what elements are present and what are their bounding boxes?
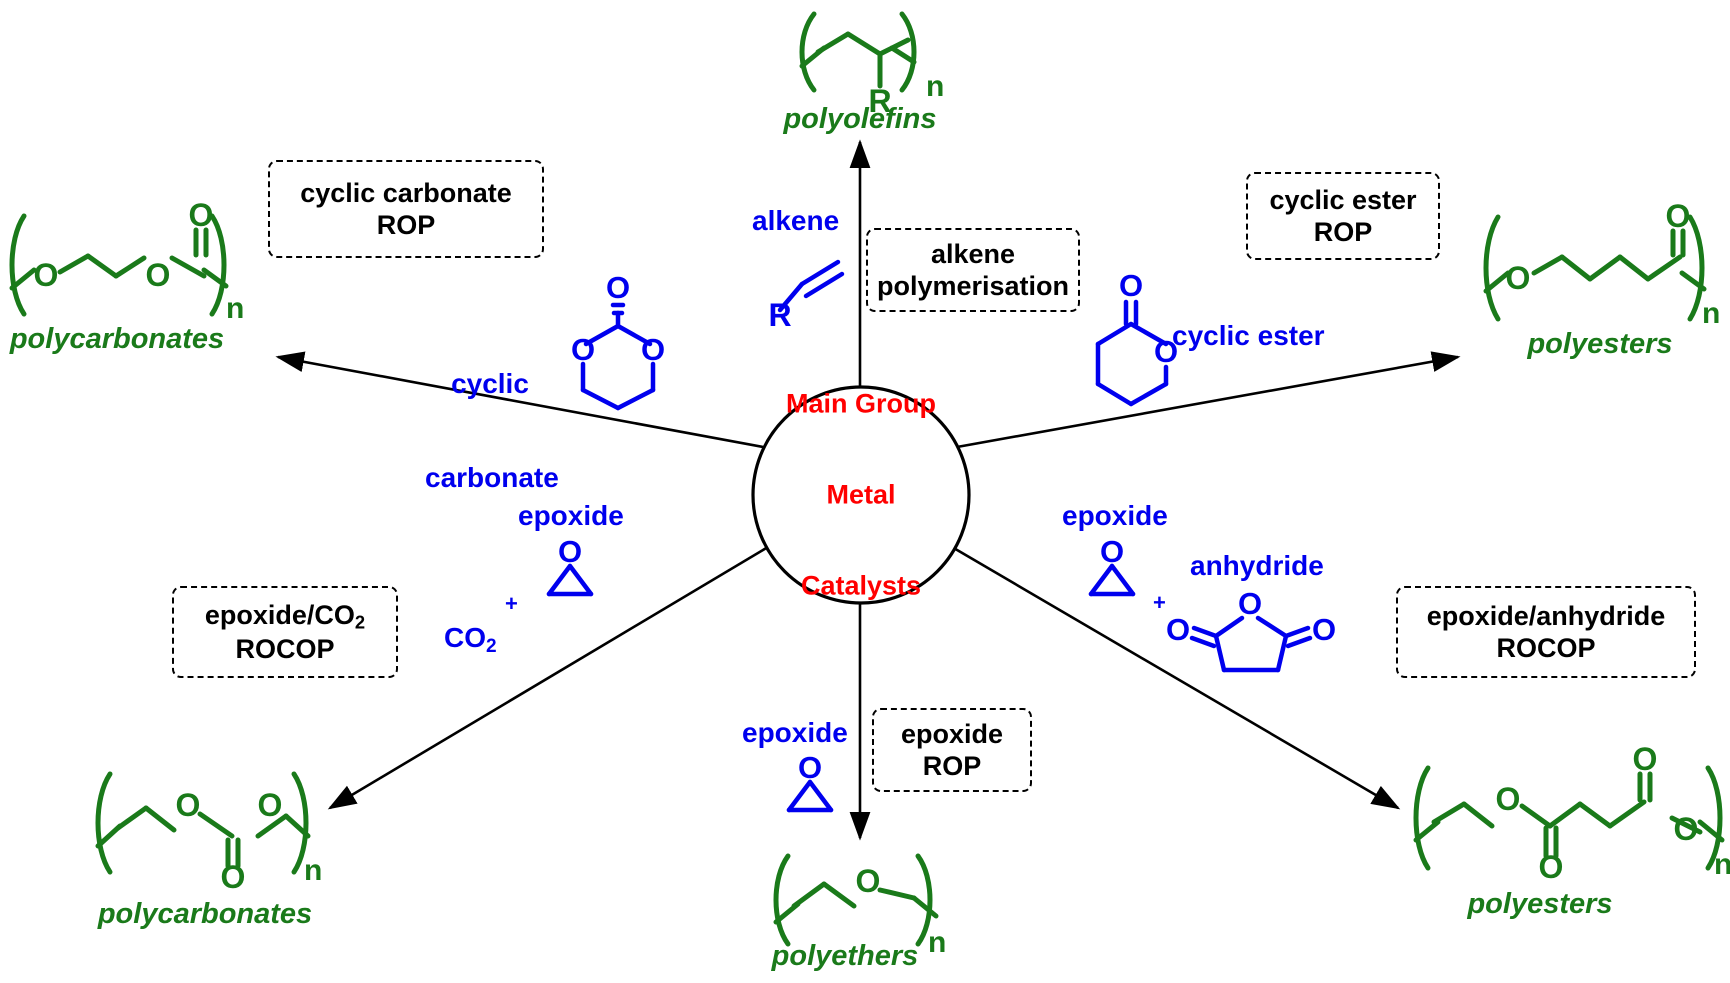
cyclic-carbonate-oxygen-top: O	[606, 270, 630, 305]
epoxide-co2-rocop-line-1: epoxide/CO2	[204, 599, 366, 633]
repeat-n-pc-ll: n	[304, 854, 322, 887]
cyclic-ester-structure: O O	[1095, 268, 1178, 407]
polyolefins-structure: R n	[799, 11, 944, 119]
alkene-monomer-label: alkene	[752, 205, 840, 236]
epoxide-co2-plus-sign: +	[505, 591, 518, 616]
center-circle	[751, 385, 971, 605]
epoxide-ll-monomer-label: epoxide	[518, 500, 624, 531]
epoxide-rop-line-1: epoxide	[900, 718, 1004, 749]
center-catalyst-label: Main Group Metal Catalysts	[748, 329, 974, 662]
epoxide-lr-monomer-label: epoxide	[1062, 500, 1168, 531]
polycarbonates-lowerleft-label: polycarbonates	[97, 898, 313, 930]
process-box-cyclic-carbonate-rop: cyclic carbonate ROP	[268, 160, 544, 258]
polyolefins-label: polyolefins	[783, 103, 937, 135]
arrow-cyclic-ester-rop	[956, 351, 1461, 449]
polycarbonates-upperleft-label: polycarbonates	[9, 323, 225, 355]
co2-monomer-label: CO2	[444, 622, 497, 657]
epoxide-lr-structure: O	[1088, 534, 1136, 597]
pc-ul-oxygen-carbonyl: O	[189, 197, 214, 233]
polyesters-lowerright-label: polyesters	[1467, 888, 1613, 920]
epoxide-anhydride-rocop-line-2: ROCOP	[1496, 633, 1596, 663]
pc-ll-oxygen-2: O	[258, 787, 283, 823]
polyesters-upperright-label: polyesters	[1527, 328, 1673, 360]
polycarbonates-lowerleft-structure: O O O n	[95, 771, 322, 895]
polycarbonates-upperleft-structure: O O O n	[9, 197, 244, 325]
epoxide-bottom-structure: O	[786, 750, 834, 813]
anhydride-oxygen-right: O	[1312, 612, 1336, 647]
pc-ll-oxygen-carbonyl: O	[221, 859, 246, 895]
pe-ur-oxygen-ether: O	[1506, 260, 1531, 296]
center-line-3: Catalysts	[800, 570, 922, 601]
epoxide-co2-rocop-line-2: ROCOP	[235, 634, 335, 665]
anhydride-structure: O O O	[1166, 586, 1336, 673]
polyesters-upperright-structure: O O n	[1483, 198, 1720, 330]
cyclic-carbonate-oxygen-right: O	[641, 332, 665, 367]
polyethers-label: polyethers	[771, 940, 919, 972]
arrow-epoxide-co2-rocop	[327, 545, 769, 810]
pc-ul-oxygen-2: O	[146, 257, 171, 293]
epoxide-rop-line-2: ROP	[922, 751, 982, 781]
repeat-n-polyolefins: n	[926, 70, 944, 103]
epoxide-anhydride-rocop-line-1: epoxide/anhydride	[1426, 600, 1666, 631]
alkene-r-group-atom: R	[768, 297, 791, 333]
epoxide-bottom-monomer-label: epoxide	[742, 717, 848, 748]
epoxide-ll-structure: O	[546, 534, 594, 597]
r-group-atom: R	[868, 83, 891, 119]
process-box-epoxide-rop: epoxide ROP	[872, 708, 1032, 792]
pe-lr-oxygen-carbonyl-2: O	[1633, 741, 1658, 777]
cyclic-carbonate-oxygen-left: O	[571, 332, 595, 367]
polyether-oxygen: O	[856, 863, 881, 899]
cyclic-carbonate-label-line-2: carbonate	[425, 461, 559, 493]
center-line-2: Metal	[826, 479, 896, 510]
process-box-epoxide-co2-rocop: epoxide/CO2 ROCOP	[172, 586, 398, 678]
process-box-cyclic-ester-rop: cyclic ester ROP	[1246, 172, 1440, 260]
polyesters-lowerright-structure: O O O O n	[1413, 741, 1730, 885]
alkene-polymerisation-line-1: alkene	[930, 238, 1016, 269]
pe-lr-oxygen-carbonyl-1: O	[1539, 849, 1564, 885]
repeat-n-pc-ul: n	[226, 292, 244, 325]
pe-lr-oxygen-ester-1: O	[1496, 781, 1521, 817]
pe-lr-oxygen-ester-2: O	[1674, 811, 1699, 847]
repeat-n-polyethers: n	[928, 926, 946, 959]
alkene-structure: R	[768, 259, 845, 333]
cyclic-carbonate-label-line-1: cyclic	[451, 367, 529, 399]
cyclic-carbonate-rop-line-1: cyclic carbonate	[300, 177, 512, 208]
process-box-alkene-polymerisation: alkene polymerisation	[866, 228, 1080, 312]
cyclic-carbonate-rop-line-2: ROP	[376, 210, 436, 240]
center-line-1: Main Group	[786, 389, 936, 420]
cyclic-ester-rop-line-2: ROP	[1313, 217, 1373, 247]
cyclic-carbonate-monomer-label: cyclic carbonate	[425, 305, 559, 556]
cyclic-ester-monomer-label: cyclic ester	[1172, 320, 1325, 351]
arrow-cyclic-carbonate-rop	[275, 351, 764, 449]
epoxide-ll-oxygen: O	[558, 534, 582, 569]
pc-ul-oxygen-1: O	[34, 257, 59, 293]
epoxide-lr-oxygen: O	[1100, 534, 1124, 569]
cyclic-ester-oxygen-ring: O	[1154, 334, 1178, 369]
cyclic-ester-oxygen-carbonyl: O	[1119, 268, 1143, 303]
pe-ur-oxygen-carbonyl: O	[1666, 198, 1691, 234]
process-box-epoxide-anhydride-rocop: epoxide/anhydride ROCOP	[1396, 586, 1696, 678]
cyclic-ester-rop-line-1: cyclic ester	[1269, 184, 1417, 215]
anhydride-oxygen-left: O	[1166, 612, 1190, 647]
epoxide-anhydride-plus-sign: +	[1153, 590, 1166, 615]
repeat-n-pe-lr: n	[1714, 848, 1730, 881]
polyethers-structure: O n	[773, 853, 946, 959]
repeat-n-pe-ur: n	[1702, 297, 1720, 330]
anhydride-monomer-label: anhydride	[1190, 550, 1324, 581]
alkene-polymerisation-line-2: polymerisation	[876, 271, 1070, 301]
anhydride-oxygen-bridge: O	[1238, 586, 1262, 621]
pc-ll-oxygen-1: O	[176, 787, 201, 823]
arrow-epoxide-anhydride-rocop	[951, 545, 1401, 810]
cyclic-carbonate-structure: O O O	[571, 270, 665, 411]
epoxide-bottom-oxygen: O	[798, 750, 822, 785]
